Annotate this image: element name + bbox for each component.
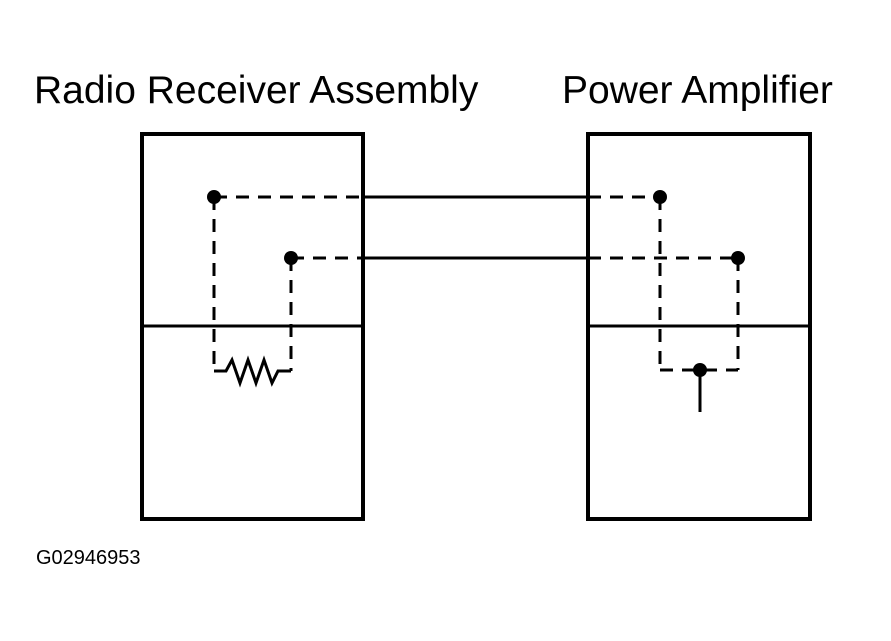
radio-receiver-assembly-label: Radio Receiver Assembly [34,69,479,112]
amp-junction-dot [693,363,707,377]
power-amplifier-label: Power Amplifier [562,69,833,112]
amp-terminal-2-dot [731,251,745,265]
radio-terminal-2-dot [284,251,298,265]
radio-terminal-1-dot [207,190,221,204]
figure-id-label: G02946953 [36,547,141,569]
amplifier-internal-wiring [588,195,740,412]
resistor-icon [214,355,291,388]
amp-terminal-1-dot [653,190,667,204]
radio-internal-wiring [212,195,363,388]
